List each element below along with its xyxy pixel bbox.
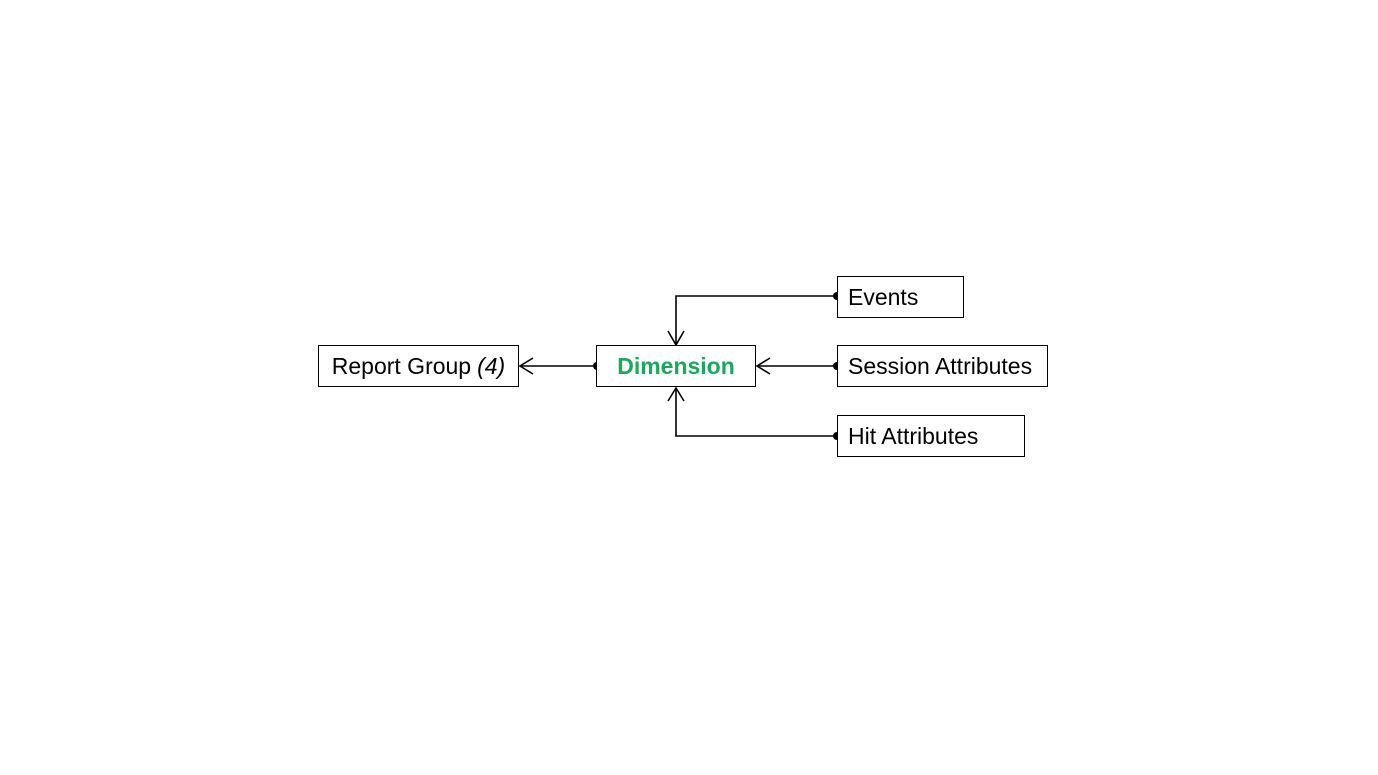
session-attributes-node: Session Attributes <box>837 345 1048 387</box>
dimension-node: Dimension <box>596 345 756 387</box>
connector-hit-to-dimension <box>675 388 837 437</box>
hit-attributes-label: Hit Attributes <box>848 422 979 449</box>
connector-events-to-dimension <box>675 295 837 344</box>
session-attributes-label: Session Attributes <box>848 352 1033 379</box>
events-label: Events <box>848 283 919 310</box>
events-node: Events <box>837 276 964 318</box>
report-group-label: Report Group <box>331 352 472 379</box>
report-group-count: (4) <box>477 352 506 379</box>
arrowhead-into-dimension-bottom <box>667 386 685 402</box>
dimension-label: Dimension <box>617 352 735 379</box>
arrowhead-into-dimension-right <box>755 357 771 375</box>
report-group-node: Report Group (4) <box>318 345 519 387</box>
arrowhead-into-report-group <box>518 357 534 375</box>
hit-attributes-node: Hit Attributes <box>837 415 1025 457</box>
